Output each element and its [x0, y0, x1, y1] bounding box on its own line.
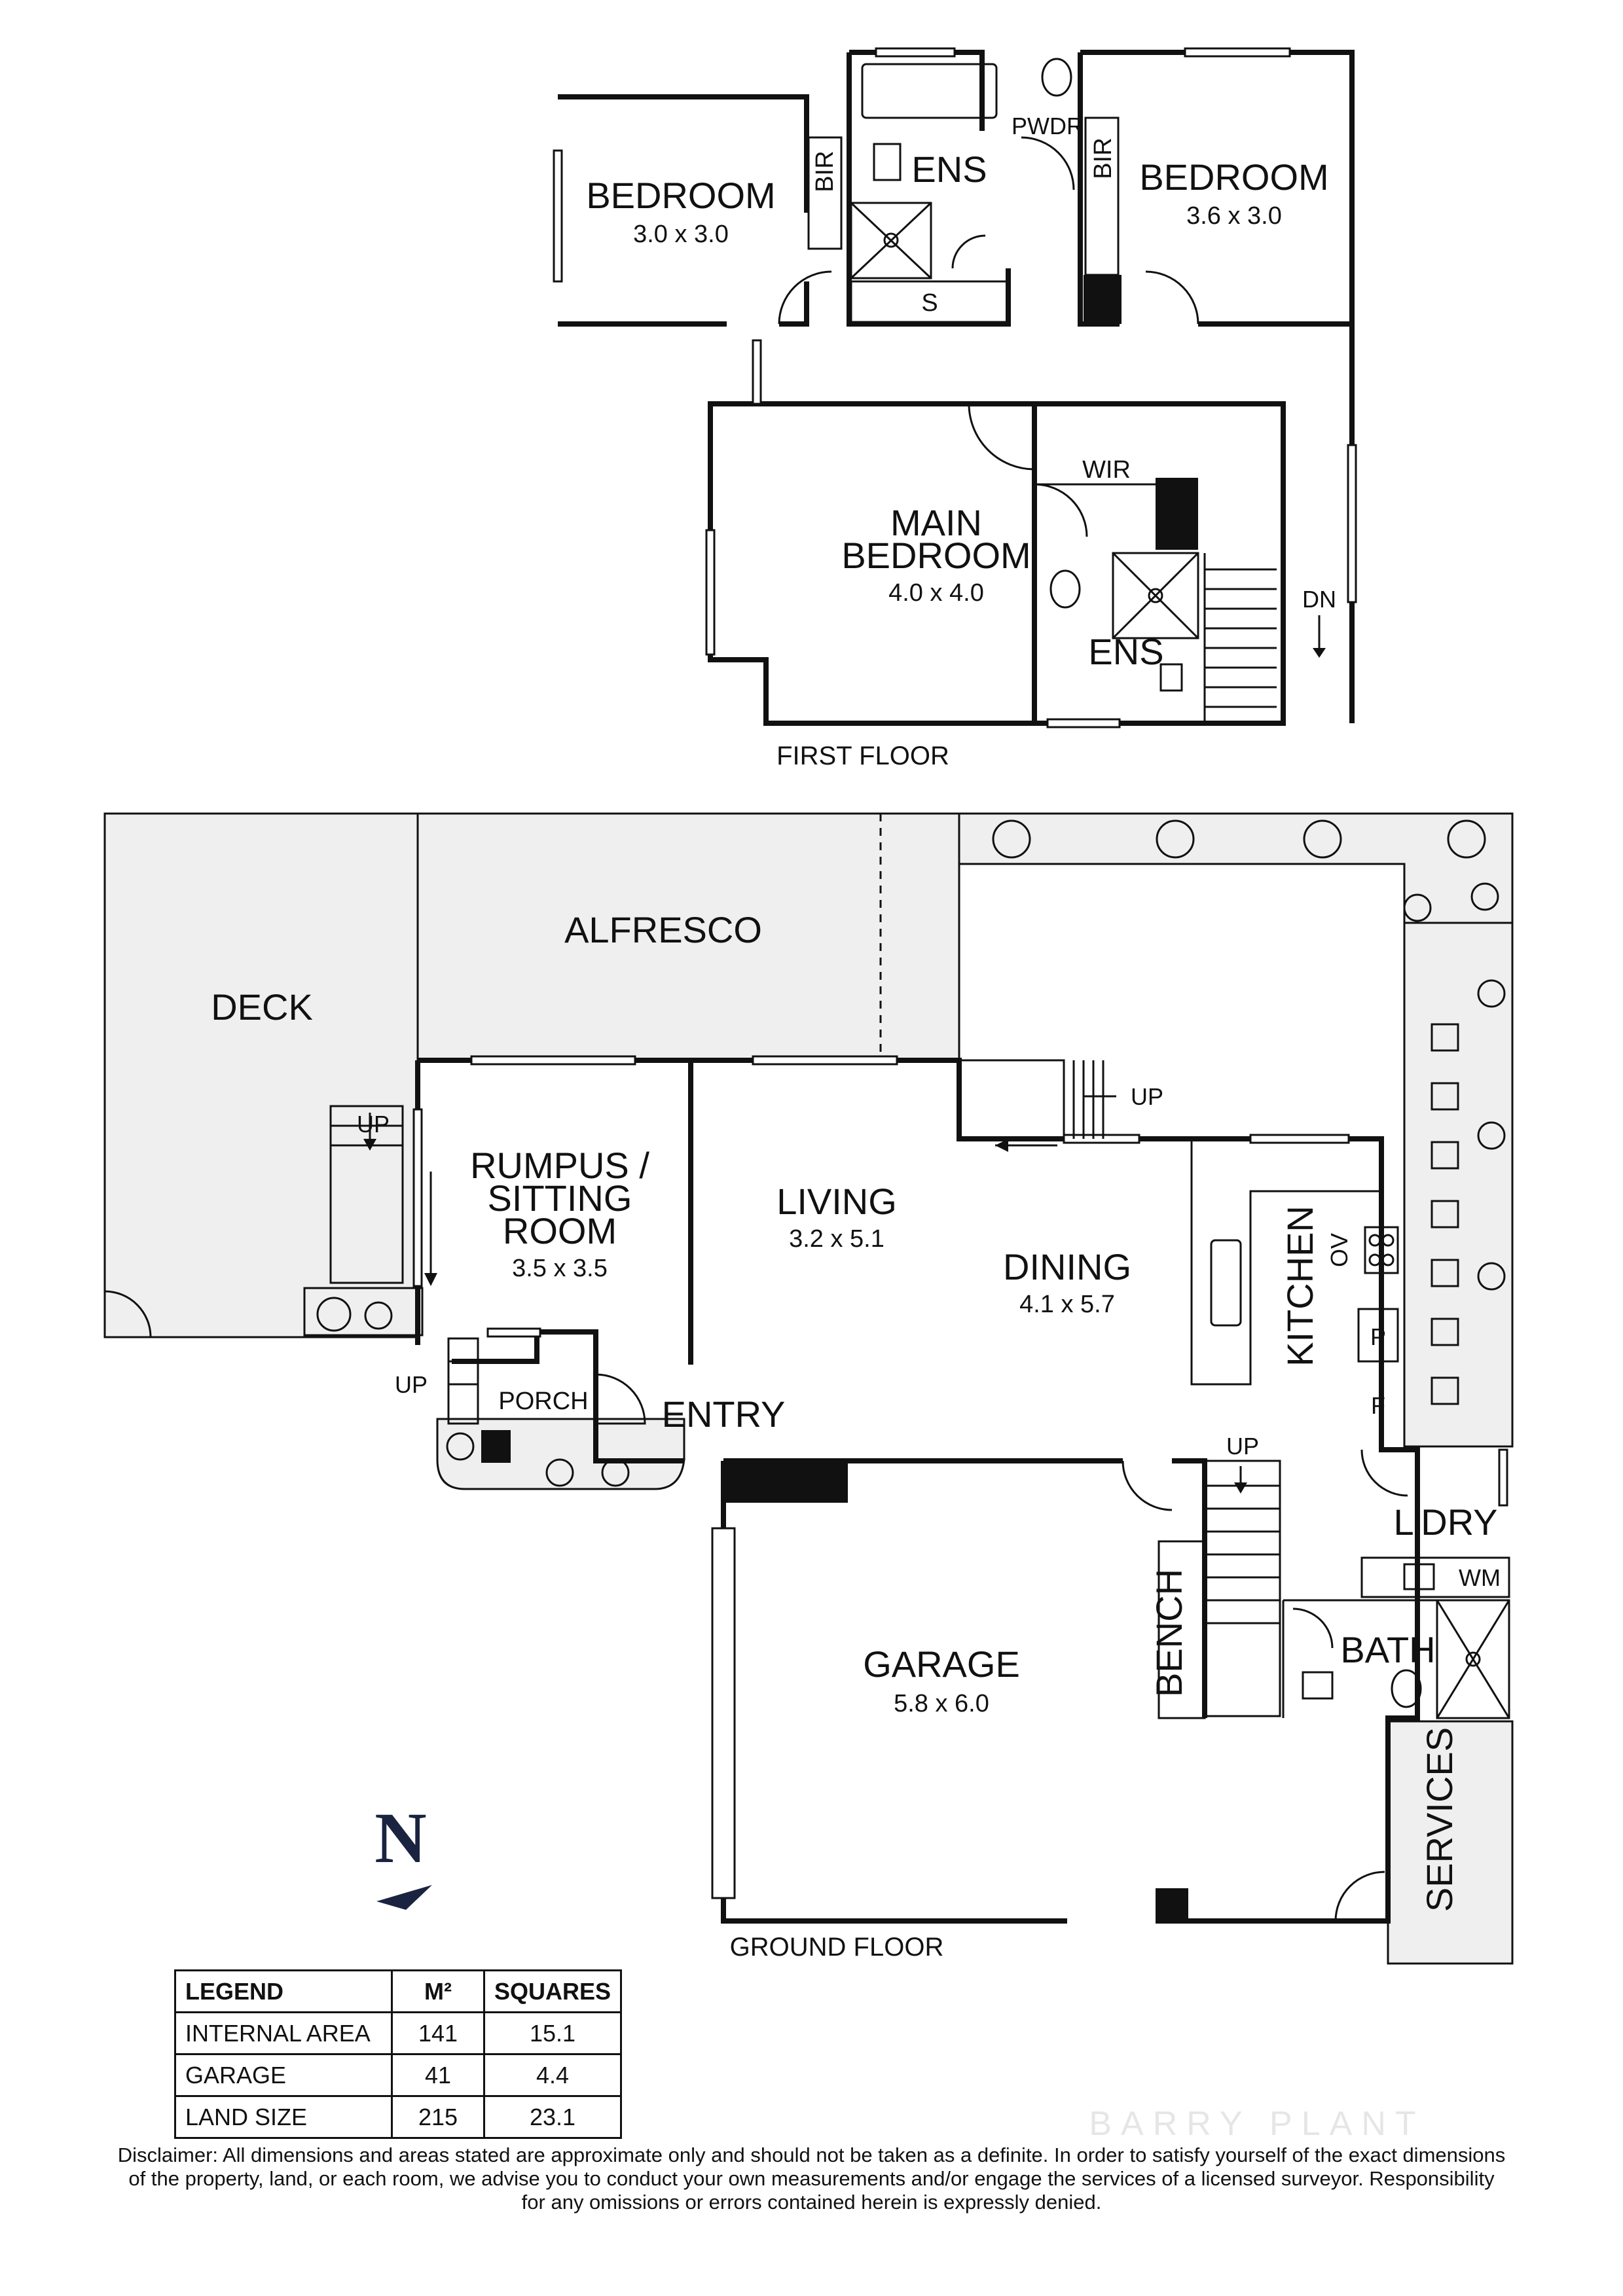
- legend-row: INTERNAL AREA 141 15.1: [174, 2011, 623, 2055]
- dining-label: DINING: [1003, 1246, 1131, 1287]
- planter-boxes: [1431, 1023, 1459, 1405]
- cooktop: [1364, 1226, 1399, 1274]
- legend-cell-label: GARAGE: [174, 2053, 393, 2097]
- bedroom-left-label: BEDROOM: [586, 175, 775, 216]
- up-label-deck: UP: [357, 1111, 390, 1138]
- disclaimer-line: Disclaimer: All dimensions and areas sta…: [117, 2144, 1506, 2166]
- bedroom-left-walls: [558, 94, 809, 327]
- toilet-pwdr: [1041, 58, 1072, 97]
- up-label-alfresco: UP: [1131, 1083, 1163, 1110]
- wir-label: WIR: [1082, 456, 1131, 484]
- sink: [1210, 1239, 1242, 1327]
- legend-cell-label: LAND SIZE: [174, 2095, 393, 2139]
- legend-cell-squares: 15.1: [483, 2011, 623, 2055]
- alfresco-label: ALFRESCO: [564, 909, 762, 950]
- first-floor-stairs: [1203, 553, 1326, 723]
- first-floor-caption: FIRST FLOOR: [776, 742, 949, 770]
- disclaimer-line: of the property, land, or each room, we …: [128, 2167, 1495, 2190]
- legend-cell-m2: 41: [391, 2053, 485, 2097]
- legend-cell-label: INTERNAL AREA: [174, 2011, 393, 2055]
- stair-dn-label: DN: [1302, 586, 1336, 613]
- rumpus-size: 3.5 x 3.5: [512, 1255, 608, 1282]
- rumpus-label-3: ROOM: [503, 1210, 617, 1251]
- legend-cell-m2: 141: [391, 2011, 485, 2055]
- disclaimer: Disclaimer: All dimensions and areas sta…: [65, 2144, 1558, 2214]
- deck-area: [103, 812, 419, 1338]
- legend-table: LEGEND M² SQUARES INTERNAL AREA 141 15.1…: [174, 1969, 623, 2139]
- living-size: 3.2 x 5.1: [789, 1225, 884, 1253]
- plants: [316, 819, 1506, 1487]
- bedroom-right-walls: [1078, 50, 1355, 723]
- disclaimer-line: for any omissions or errors contained he…: [521, 2191, 1102, 2214]
- storage-label: S: [921, 289, 938, 317]
- garage-door: [711, 1527, 736, 1899]
- legend-cell-m2: 215: [391, 2095, 485, 2139]
- ground-floor: DECK ALFRESCO RUMPUS / SITTING ROOM 3.5 …: [103, 812, 1514, 1965]
- rumpus-label-2: SITTING: [488, 1177, 632, 1219]
- ground-floor-caption: GROUND FLOOR: [730, 1933, 944, 1962]
- legend-header-row: LEGEND M² SQUARES: [174, 1969, 623, 2013]
- garden-top: [958, 812, 1514, 924]
- oven-label: OV: [1326, 1233, 1353, 1267]
- services-label: SERVICES: [1419, 1727, 1460, 1912]
- bath-label: BATH: [1340, 1629, 1435, 1670]
- shower-top: [850, 202, 932, 279]
- main-bedroom-size: 4.0 x 4.0: [888, 579, 984, 607]
- ground-stairs: [329, 1059, 1281, 1717]
- living-label: LIVING: [776, 1181, 897, 1222]
- up-label-garage: UP: [1226, 1433, 1259, 1460]
- legend-row: LAND SIZE 215 23.1: [174, 2095, 623, 2139]
- garden-right: [1403, 922, 1514, 1448]
- wm-label: WM: [1459, 1564, 1501, 1591]
- pantry-label: P: [1370, 1323, 1386, 1350]
- bedroom-left-window: [553, 149, 563, 283]
- north-arrow: N: [374, 1798, 432, 1910]
- house-walls: [415, 1058, 1420, 1924]
- wet-areas: [1158, 1540, 1510, 1719]
- bir-left-label: BIR: [811, 151, 839, 192]
- kitchen-label: KITCHEN: [1279, 1206, 1321, 1367]
- legend-cell-squares: 23.1: [483, 2095, 623, 2139]
- shower-main: [1112, 552, 1199, 639]
- legend-cell-squares: 4.4: [483, 2053, 623, 2097]
- door-swing: [778, 270, 832, 325]
- bedroom-right-size: 3.6 x 3.0: [1186, 202, 1282, 230]
- bedroom-right-label: BEDROOM: [1139, 156, 1328, 198]
- entry-label: ENTRY: [662, 1393, 786, 1435]
- up-label-porch: UP: [395, 1371, 428, 1398]
- legend-header-m2: M²: [391, 1969, 485, 2013]
- bath-tub: [861, 63, 998, 119]
- kitchen-fixtures: [1190, 1139, 1399, 1386]
- porch-label: PORCH: [498, 1388, 588, 1415]
- bir-left-box: [807, 136, 843, 250]
- main-bedroom-label-1: MAIN: [890, 502, 982, 543]
- legend-header-label: LEGEND: [174, 1969, 393, 2013]
- bir-right-label: BIR: [1089, 137, 1117, 179]
- first-floor: BEDROOM 3.0 x 3.0 BEDROOM 3.6 x 3.0 MAIN…: [553, 47, 1357, 770]
- toilet-main-ens: [1049, 569, 1081, 609]
- laundry-label: L'DRY: [1393, 1501, 1497, 1543]
- legend-header-squares: SQUARES: [483, 1969, 623, 2013]
- north-letter: N: [374, 1798, 426, 1878]
- watermark: BARRY PLANT: [1089, 2105, 1425, 2143]
- garage-size: 5.8 x 6.0: [894, 1690, 989, 1717]
- garage-label: GARAGE: [863, 1643, 1020, 1685]
- main-bedroom-label-2: BEDROOM: [841, 535, 1030, 576]
- north-arrow-icon: [376, 1885, 432, 1910]
- ens-top-label: ENS: [911, 149, 987, 190]
- services-area: [1387, 1720, 1514, 1965]
- storage-s: [850, 280, 1010, 323]
- rumpus-label-1: RUMPUS /: [470, 1145, 649, 1186]
- pwdr-label: PWDR: [1012, 113, 1084, 139]
- fridge-label: F: [1371, 1392, 1385, 1419]
- bedroom-left-size: 3.0 x 3.0: [633, 221, 729, 248]
- bench-label: BENCH: [1148, 1569, 1190, 1697]
- bench-box: [1158, 1540, 1206, 1719]
- legend-row: GARAGE 41 4.4: [174, 2053, 623, 2097]
- vanity-top: [873, 143, 902, 181]
- deck-label: DECK: [211, 986, 313, 1028]
- ens-main-label: ENS: [1088, 631, 1163, 672]
- dining-size: 4.1 x 5.7: [1019, 1291, 1115, 1318]
